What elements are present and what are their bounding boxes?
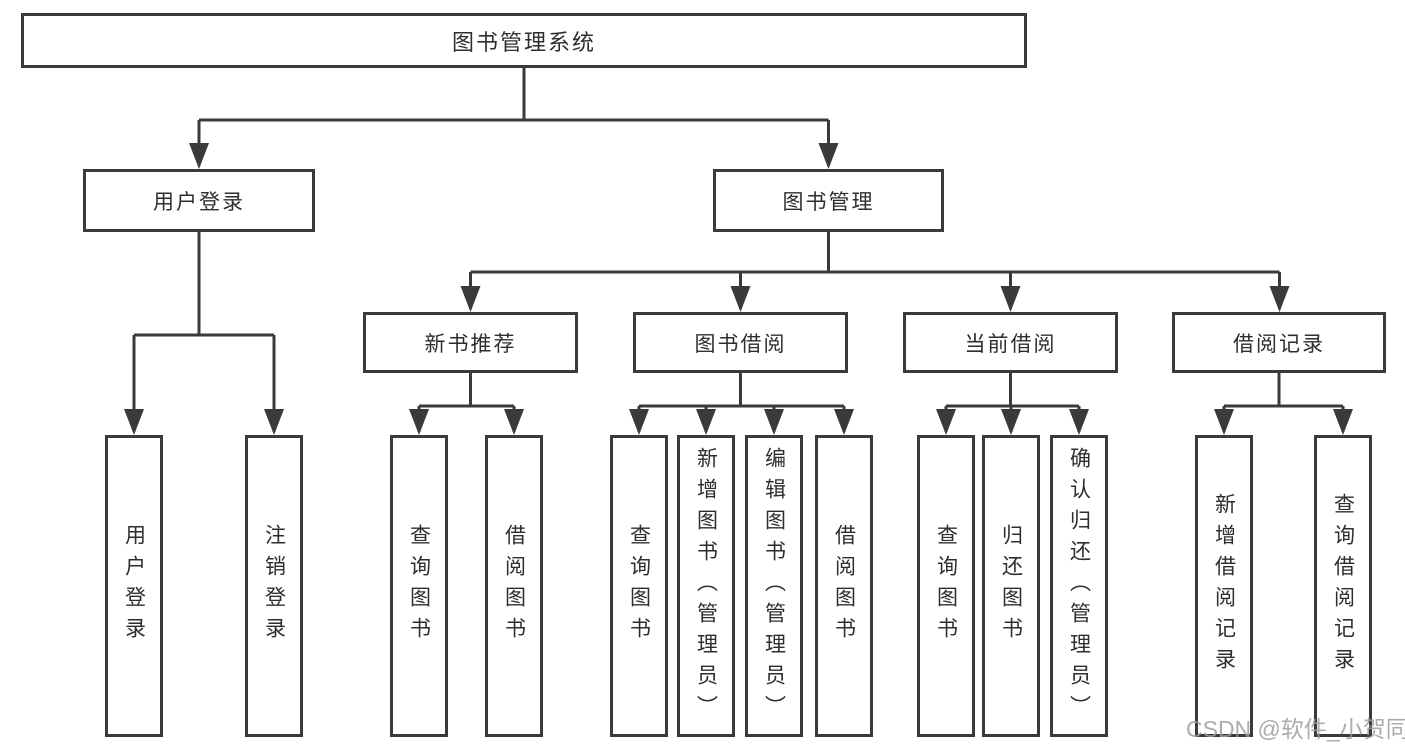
- arrowhead-icon: [264, 409, 284, 435]
- leaf-borrow-borrow: 借阅图书: [815, 435, 873, 737]
- node-label: 新增图书（管理员）: [694, 446, 718, 726]
- node-label: 查询图书: [407, 524, 431, 648]
- arrowhead-icon: [1214, 409, 1234, 435]
- arrowhead-icon: [1000, 286, 1021, 312]
- node-new-books: 新书推荐: [363, 312, 578, 373]
- arrowhead-icon: [834, 409, 854, 435]
- arrowhead-icon: [936, 409, 956, 435]
- arrowhead-icon: [764, 409, 784, 435]
- arrowhead-icon: [460, 286, 481, 312]
- node-label: 图书借阅: [694, 332, 787, 356]
- node-label: 确认归还（管理员）: [1067, 446, 1091, 726]
- watermark: CSDN @软件_小贺同学: [1186, 716, 1405, 742]
- leaf-logout: 注销登录: [245, 435, 303, 737]
- node-label: 新书推荐: [424, 332, 517, 356]
- node-book-borrow: 图书借阅: [633, 312, 848, 373]
- node-label: 图书管理系统: [451, 29, 596, 55]
- node-label: 查询借阅记录: [1331, 493, 1355, 679]
- node-label: 注销登录: [262, 524, 286, 648]
- leaf-newbooks-query: 查询图书: [390, 435, 448, 737]
- leaf-borrow-query: 查询图书: [610, 435, 668, 737]
- leaf-current-confirm-admin: 确认归还（管理员）: [1050, 435, 1108, 737]
- leaf-newbooks-borrow: 借阅图书: [485, 435, 543, 737]
- node-root: 图书管理系统: [21, 13, 1027, 68]
- node-label: 归还图书: [999, 524, 1023, 648]
- connector-current-to-leaves: [936, 373, 1089, 435]
- node-label: 借阅图书: [502, 524, 526, 648]
- leaf-borrow-edit-admin: 编辑图书（管理员）: [745, 435, 803, 737]
- node-user-login: 用户登录: [83, 169, 315, 232]
- leaf-borrow-add-admin: 新增图书（管理员）: [677, 435, 735, 737]
- node-label: 当前借阅: [964, 332, 1057, 356]
- arrowhead-icon: [504, 409, 524, 435]
- connector-login-to-leaves: [124, 232, 284, 435]
- arrowhead-icon: [1069, 409, 1089, 435]
- node-label: 借阅记录: [1233, 332, 1325, 356]
- node-label: 用户登录: [122, 524, 146, 648]
- node-book-mgmt: 图书管理: [713, 169, 944, 232]
- arrowhead-icon: [1333, 409, 1353, 435]
- node-current-borrow: 当前借阅: [903, 312, 1118, 373]
- node-label: 查询图书: [627, 524, 651, 648]
- leaf-records-query: 查询借阅记录: [1314, 435, 1372, 737]
- arrowhead-icon: [696, 409, 716, 435]
- connector-mgmt-to-level3: [460, 232, 1290, 312]
- arrowhead-icon: [124, 409, 144, 435]
- leaf-user-login: 用户登录: [105, 435, 163, 737]
- connector-borrow-to-leaves: [629, 373, 854, 435]
- connector-records-to-leaves: [1214, 373, 1353, 435]
- leaf-current-return: 归还图书: [982, 435, 1040, 737]
- node-label: 图书管理: [782, 190, 875, 214]
- arrowhead-icon: [409, 409, 429, 435]
- leaf-current-query: 查询图书: [917, 435, 975, 737]
- node-label: 查询图书: [934, 524, 958, 648]
- node-label: 编辑图书（管理员）: [762, 446, 786, 726]
- arrowhead-icon: [1001, 409, 1021, 435]
- arrowhead-icon: [730, 286, 751, 312]
- arrowhead-icon: [189, 143, 209, 169]
- arrowhead-icon: [629, 409, 649, 435]
- node-label: 用户登录: [153, 190, 245, 214]
- connector-newbooks-to-leaves: [409, 373, 524, 435]
- arrowhead-icon: [1269, 286, 1290, 312]
- connector-root-to-level2: [189, 68, 839, 169]
- node-borrow-records: 借阅记录: [1172, 312, 1386, 373]
- node-label: 借阅图书: [832, 524, 856, 648]
- node-label: 新增借阅记录: [1212, 493, 1236, 679]
- arrowhead-icon: [818, 143, 839, 169]
- leaf-records-add: 新增借阅记录: [1195, 435, 1253, 737]
